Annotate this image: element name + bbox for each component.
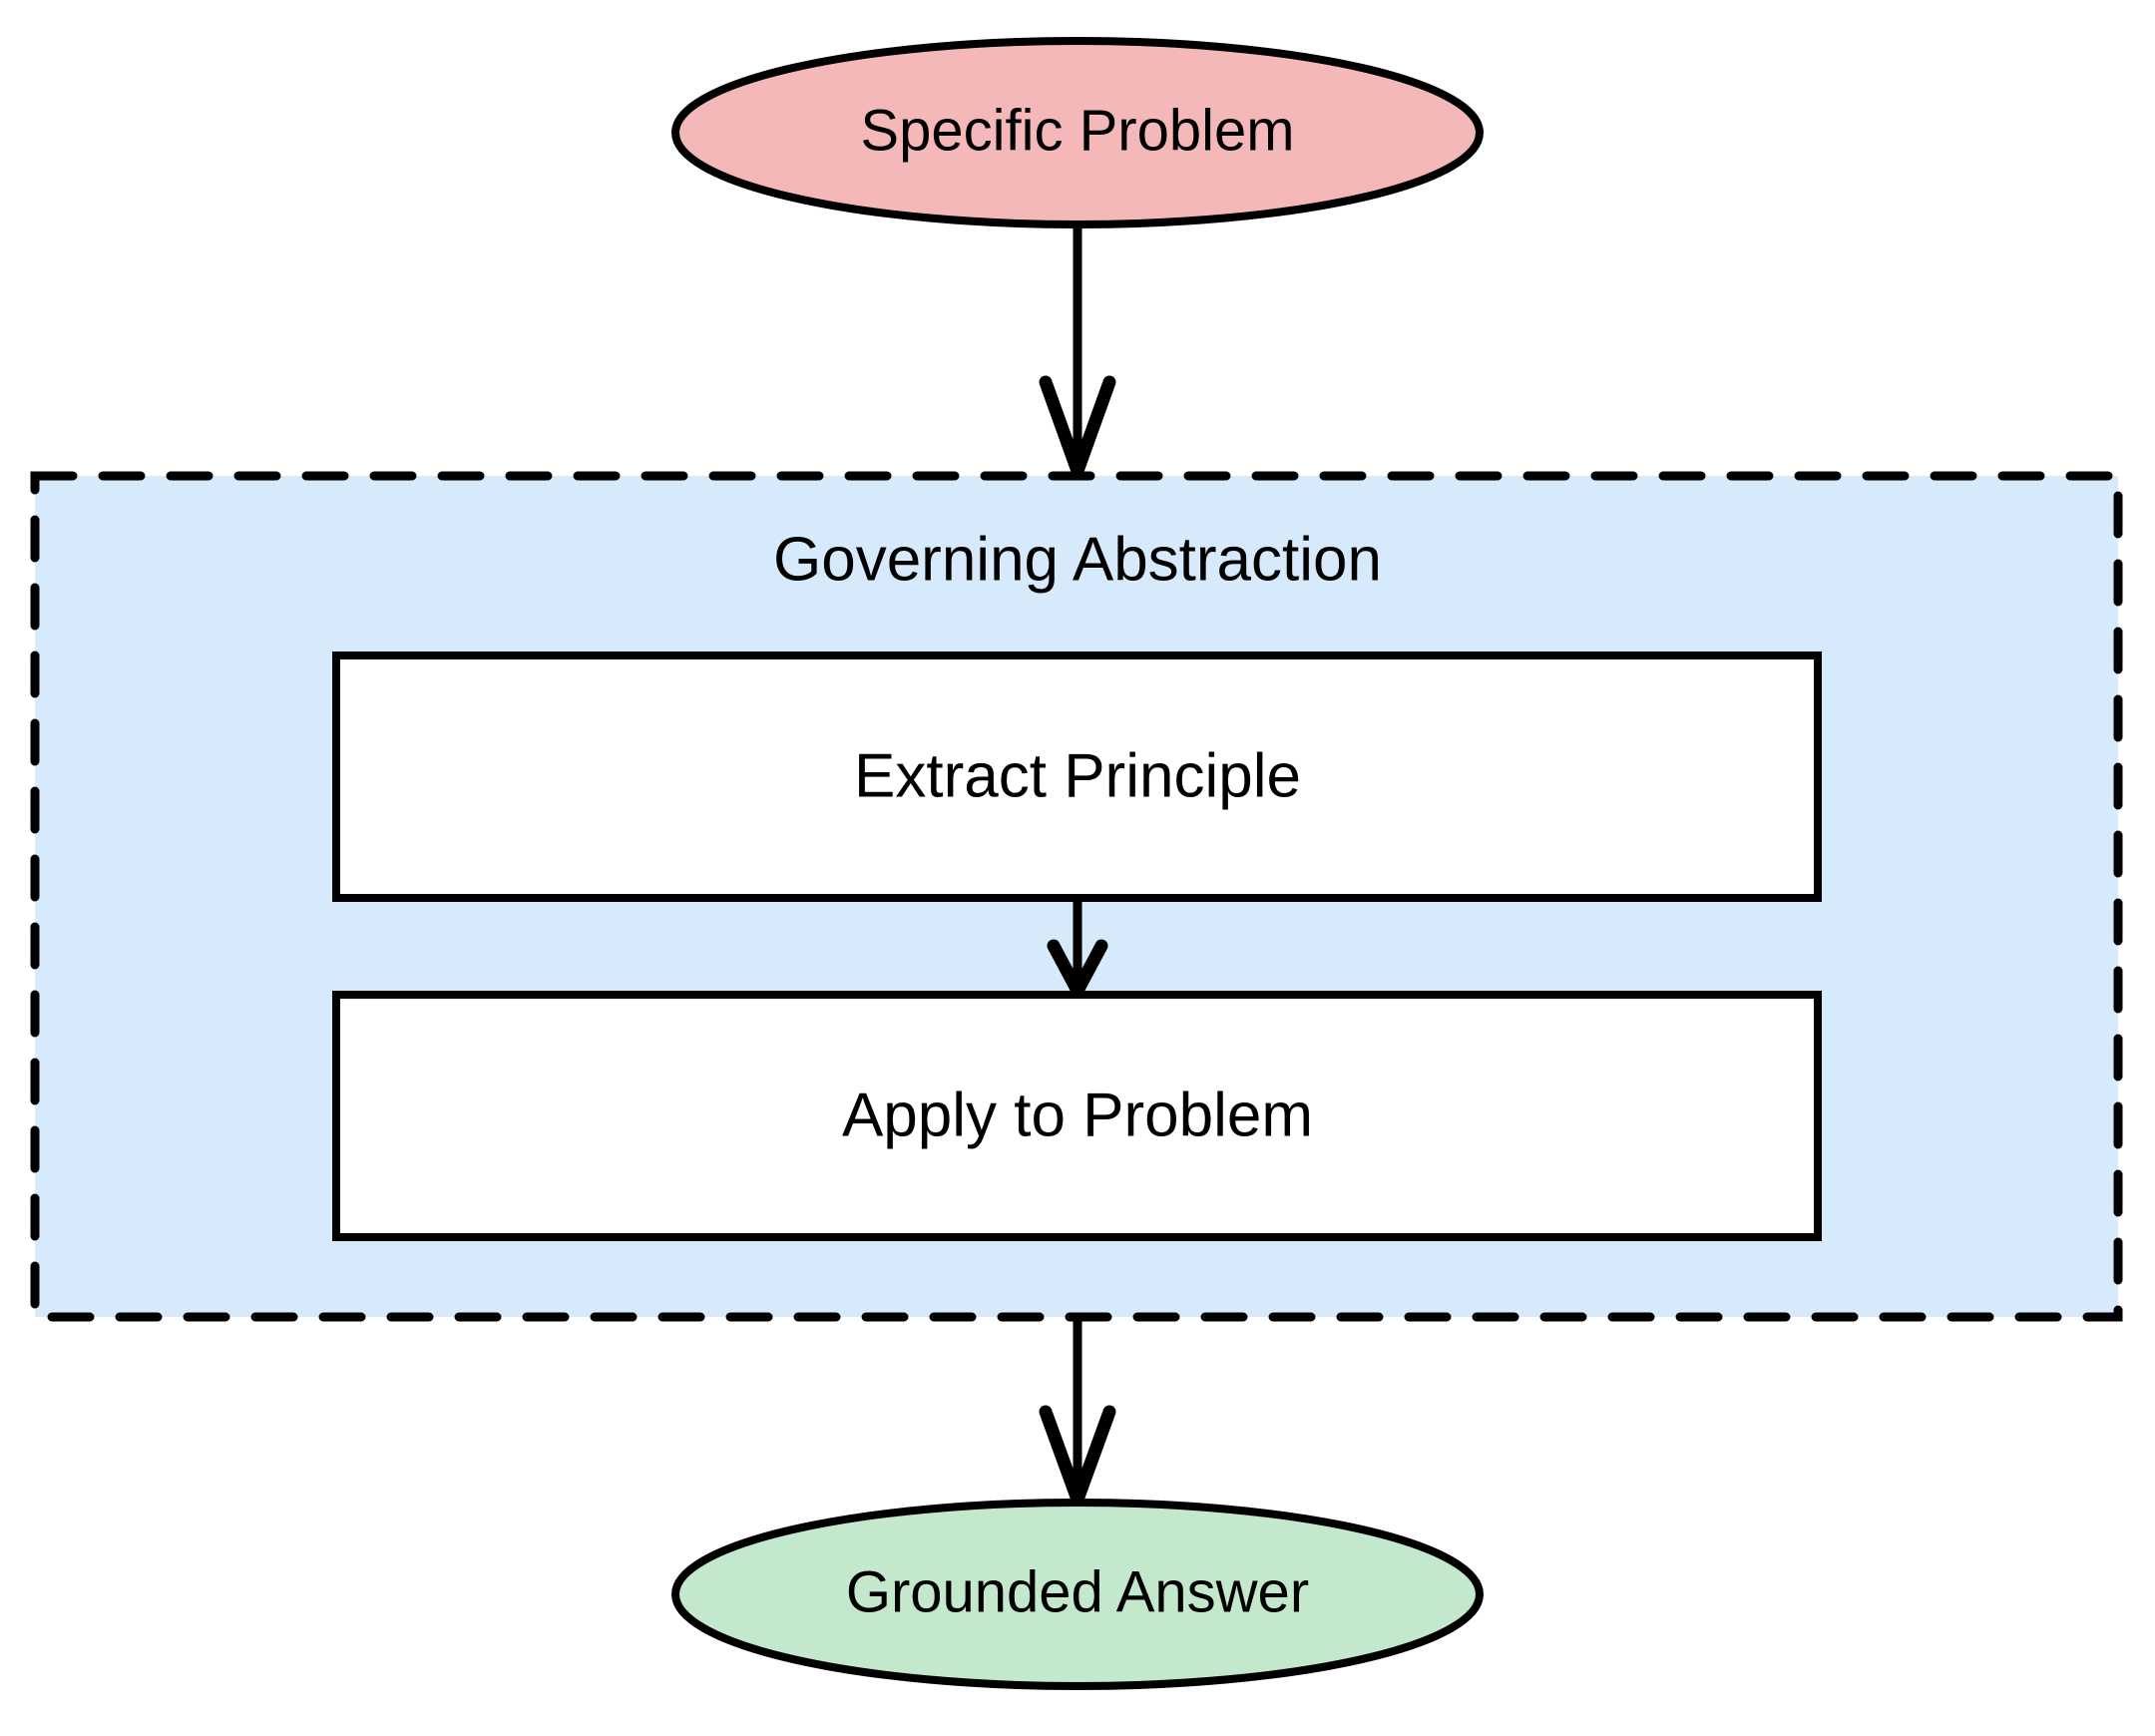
node-apply-to-problem-rect bbox=[332, 991, 1822, 1241]
edge-1-arrowhead-icon bbox=[1039, 375, 1116, 478]
cluster-governing-abstraction-label: Governing Abstraction bbox=[773, 525, 1382, 594]
node-specific-problem-label: Specific Problem bbox=[860, 98, 1294, 163]
edge-governing-abstraction-to-grounded-answer bbox=[1039, 1317, 1116, 1507]
edge-2-arrowhead-icon bbox=[1047, 939, 1108, 998]
edge-3-arrowhead-icon bbox=[1039, 1405, 1116, 1507]
node-apply-to-problem-label: Apply to Problem bbox=[842, 1081, 1313, 1149]
edge-extract-principle-to-apply-to-problem bbox=[1047, 898, 1108, 998]
node-extract-principle-label: Extract Principle bbox=[854, 741, 1301, 810]
node-extract-principle[interactable]: Extract Principle bbox=[332, 651, 1822, 902]
node-grounded-answer[interactable]: Grounded Answer bbox=[671, 1499, 1484, 1690]
node-grounded-answer-label: Grounded Answer bbox=[846, 1559, 1309, 1624]
node-apply-to-problem[interactable]: Apply to Problem bbox=[332, 991, 1822, 1241]
node-specific-problem[interactable]: Specific Problem bbox=[671, 37, 1484, 228]
edge-specific-problem-to-governing-abstraction bbox=[1039, 224, 1116, 478]
